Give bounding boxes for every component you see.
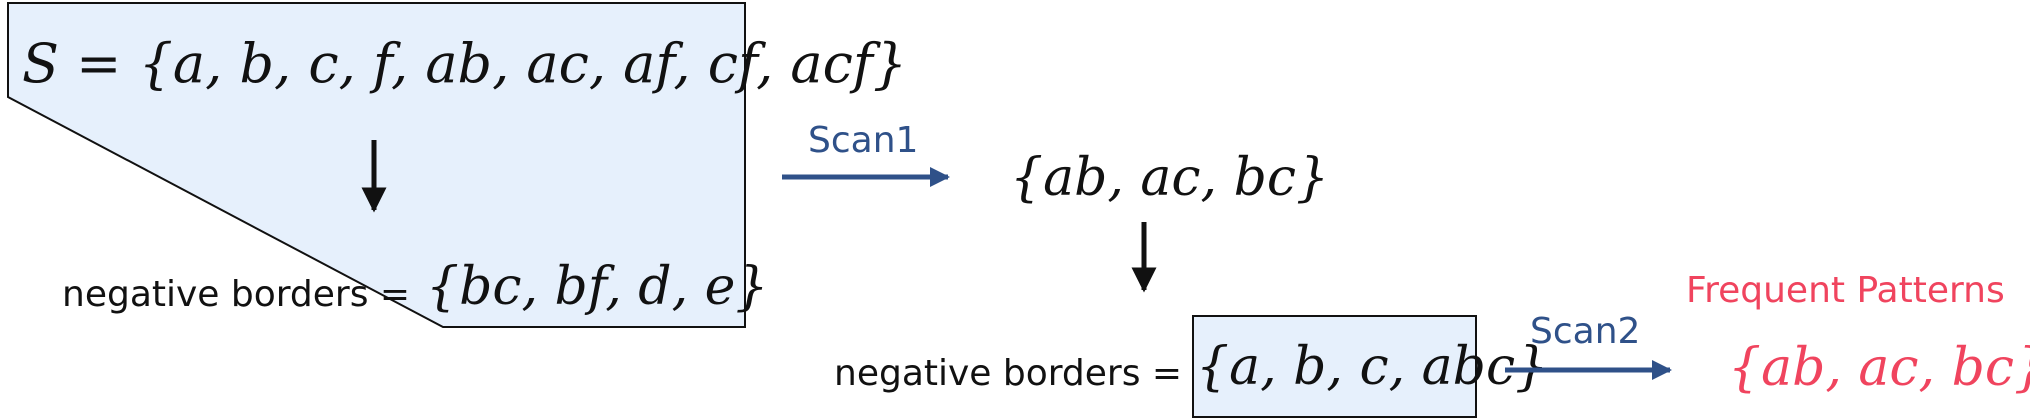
negative-borders-box-2 <box>1192 315 1477 418</box>
negative-borders-label-2: negative borders = <box>834 353 1182 394</box>
negative-borders-set-2: {a, b, c, abc} <box>1196 337 1548 397</box>
scan1-result-set: {ab, ac, bc} <box>1010 148 1329 208</box>
frequent-patterns-set: {ab, ac, bc} <box>1728 338 2030 398</box>
scan2-label: Scan2 <box>1530 311 1640 352</box>
initial-candidate-set: S = {a, b, c, f, ab, ac, af, cf, acf} <box>22 32 907 95</box>
negative-borders-label-1: negative borders = <box>62 274 410 315</box>
scan1-label: Scan1 <box>808 120 918 161</box>
frequent-patterns-title: Frequent Patterns <box>1686 270 2005 311</box>
negative-borders-set-1: {bc, bf, d, e} <box>426 257 769 317</box>
